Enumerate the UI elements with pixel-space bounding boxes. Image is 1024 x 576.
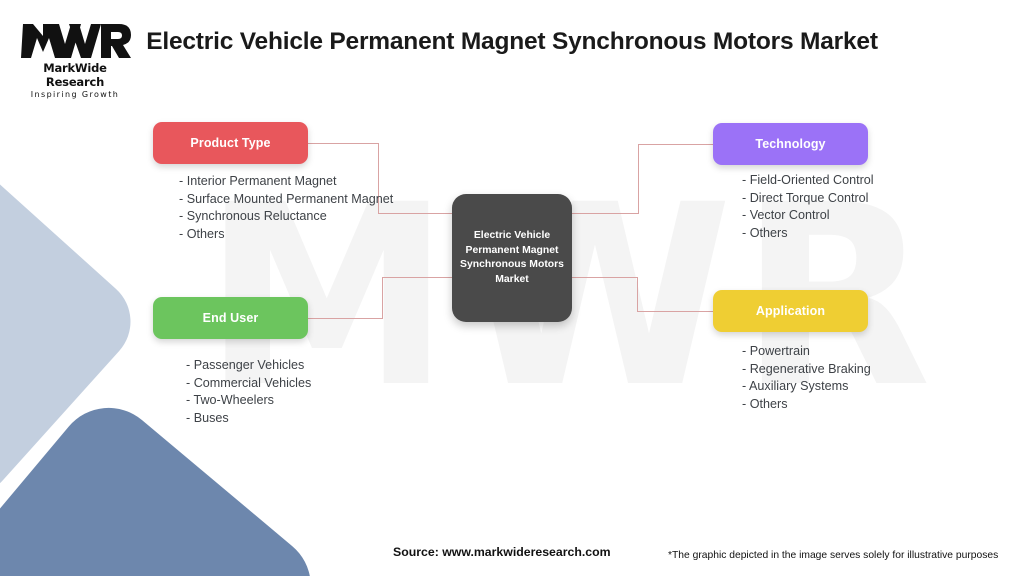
center-node-line: Market	[495, 273, 529, 285]
list-item: - Field-Oriented Control	[742, 173, 874, 187]
connector-end-user-segment-1	[308, 318, 383, 319]
decorative-blob-light	[0, 140, 149, 514]
connector-technology-segment-2	[638, 144, 639, 214]
segment-pill-application[interactable]: Application	[713, 290, 868, 332]
segment-list-product-type: - Interior Permanent Magnet - Surface Mo…	[179, 173, 393, 243]
source-credit: Source: www.markwideresearch.com	[393, 545, 611, 559]
list-item: - Others	[742, 225, 788, 240]
segment-list-application: - Powertrain - Regenerative Braking - Au…	[742, 343, 871, 413]
center-node-line: Permanent Magnet	[465, 244, 559, 256]
segment-label-application: Application	[755, 304, 826, 318]
connector-application-segment-1	[568, 277, 638, 278]
segment-label-product-type: Product Type	[190, 136, 271, 150]
center-node-line: Synchronous Motors	[460, 259, 564, 270]
connector-end-user-segment-3	[382, 277, 458, 278]
logo-tagline: Inspiring Growth	[30, 90, 120, 99]
connector-product-type-segment-3	[378, 213, 456, 214]
list-item: - Others	[742, 396, 788, 411]
connector-product-type-segment-2	[378, 143, 379, 214]
mwr-logo-icon	[21, 24, 131, 58]
connector-end-user-segment-2	[382, 277, 383, 319]
segment-pill-technology[interactable]: Technology	[713, 123, 868, 165]
connector-application-segment-3	[637, 311, 715, 312]
list-item: - Synchronous Reluctance	[179, 209, 327, 224]
list-item: - Vector Control	[742, 208, 830, 223]
list-item: - Powertrain	[742, 344, 810, 358]
connector-technology-segment-1	[568, 213, 639, 214]
segment-label-end-user: End User	[202, 311, 259, 325]
connector-product-type-segment-1	[308, 143, 379, 144]
connector-technology-segment-3	[638, 144, 715, 145]
segment-pill-product-type[interactable]: Product Type	[153, 122, 308, 164]
center-node-line: Electric Vehicle	[473, 230, 551, 241]
list-item: - Direct Torque Control	[742, 190, 869, 205]
list-item: - Regenerative Braking	[742, 361, 871, 376]
segment-list-technology: - Field-Oriented Control - Direct Torque…	[742, 172, 874, 242]
list-item: - Commercial Vehicles	[186, 375, 312, 390]
list-item: - Buses	[186, 410, 229, 425]
list-item: - Surface Mounted Permanent Magnet	[179, 191, 394, 206]
logo-company-name: MarkWide Research	[43, 61, 107, 89]
segment-list-end-user: - Passenger Vehicles - Commercial Vehicl…	[186, 357, 311, 427]
segment-pill-end-user[interactable]: End User	[153, 297, 308, 339]
connector-application-segment-2	[637, 277, 638, 312]
page-title: Electric Vehicle Permanent Magnet Synchr…	[146, 28, 878, 55]
brand-logo: MarkWide Research Inspiring Growth	[14, 22, 136, 99]
disclaimer-note: *The graphic depicted in the image serve…	[668, 550, 999, 561]
list-item: - Passenger Vehicles	[186, 358, 305, 372]
list-item: - Others	[179, 226, 225, 241]
list-item: - Two-Wheelers	[186, 393, 274, 408]
list-item: - Auxiliary Systems	[742, 379, 849, 394]
center-market-node: Electric Vehicle Permanent Magnet Synchr…	[452, 194, 572, 322]
list-item: - Interior Permanent Magnet	[179, 174, 337, 188]
segment-label-technology: Technology	[755, 137, 826, 151]
